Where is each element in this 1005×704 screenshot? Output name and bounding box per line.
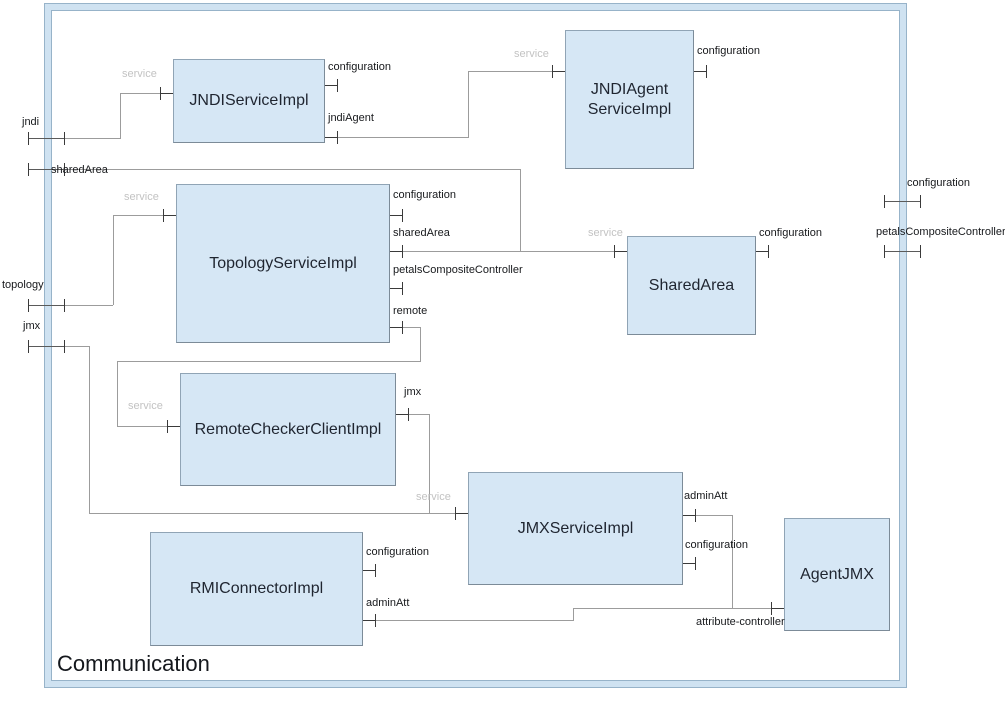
component-label: AgentJMX [800,565,874,583]
wire-topology-to-topologyservice[interactable] [113,215,163,216]
port-jndiservice-jndiagent[interactable] [325,131,338,144]
port-topologyservice-sharedarea[interactable] [390,245,403,258]
port-label-topologyservice-sharedarea: sharedArea [393,227,450,239]
port-sharedarea-service[interactable] [614,245,627,258]
port-jmxservice-configuration[interactable] [683,557,696,570]
component-remotecheckerclientimpl[interactable]: RemoteCheckerClientImpl [180,373,396,486]
component-sharedarea[interactable]: SharedArea [627,236,756,335]
port-label-jndiservice-configuration: configuration [328,61,391,73]
wire-jndi-to-jndiservice[interactable] [120,93,121,139]
composite-port-sharedarea[interactable] [28,163,65,176]
port-label-jmxservice-adminatt: adminAtt [684,490,728,502]
component-label: JNDIAgent ServiceImpl [587,80,672,118]
port-jndiagentservice-configuration[interactable] [694,65,707,78]
port-label-topologyservice-configuration: configuration [393,189,456,201]
wire-topology-to-topologyservice[interactable] [113,215,114,305]
wire-remotechecker-jmx[interactable] [409,414,429,415]
wire-jndiagent-to-jndiagentservice[interactable] [338,137,468,138]
port-label-jndiagentservice-service: service [514,48,549,60]
port-label-jmxservice-configuration: configuration [685,539,748,551]
port-label-sharedarea-configuration: configuration [759,227,822,239]
port-label-remotechecker-service: service [128,400,163,412]
component-rmiconnectorimpl[interactable]: RMIConnectorImpl [150,532,363,646]
port-topologyservice-remote[interactable] [390,321,403,334]
port-jmxservice-service[interactable] [455,507,468,520]
wire-remote-to-remotechecker[interactable] [117,361,421,362]
port-jmxservice-adminatt[interactable] [683,509,696,522]
port-label-jndiagentservice-configuration: configuration [697,45,760,57]
wire-jmx-to-jmxservice[interactable] [89,346,90,513]
component-agentjmx[interactable]: AgentJMX [784,518,890,631]
wire-topology-to-topologyservice[interactable] [65,305,113,306]
port-label-jndiservice-service: service [122,68,157,80]
wire-sharedarea[interactable] [520,169,521,251]
port-topologyservice-configuration[interactable] [390,209,403,222]
port-topologyservice-petalscompositecontroller[interactable] [390,282,403,295]
wire-jmx-to-jmxservice[interactable] [89,513,455,514]
port-label-jndiservice-jndiagent: jndiAgent [328,112,374,124]
component-label: TopologyServiceImpl [209,254,357,272]
composite-port-label-jndi: jndi [22,116,40,128]
port-rmiconnector-configuration[interactable] [363,564,376,577]
wire-jmxservice-adminatt[interactable] [732,608,771,609]
port-label-remotechecker-jmx: jmx [404,386,422,398]
component-label: RemoteCheckerClientImpl [194,420,382,438]
composite-port-label-topology: topology [2,279,44,291]
composite-port-label-petalscompositecontroller: petalsCompositeController [876,226,1005,238]
port-jndiagentservice-service[interactable] [552,65,565,78]
wire-remote-to-remotechecker[interactable] [420,327,421,361]
component-label: JNDIServiceImpl [189,92,309,109]
wire-jndiagent-to-jndiagentservice[interactable] [468,71,469,138]
wire-jndi-to-jndiservice[interactable] [65,138,120,139]
composite-port-label-configuration: configuration [907,177,970,189]
composite-port-label-jmx: jmx [23,320,41,332]
port-jndiservice-service[interactable] [160,87,173,100]
wire-rmi-adminatt[interactable] [573,608,732,609]
wire-jmx-to-jmxservice[interactable] [65,346,89,347]
component-label: SharedArea [648,276,735,294]
component-topologyserviceimpl[interactable]: TopologyServiceImpl [176,184,390,343]
wire-rmi-adminatt[interactable] [573,608,574,621]
port-label-topologyservice-remote: remote [393,305,428,317]
port-sharedarea-configuration[interactable] [756,245,769,258]
composite-port-topology[interactable] [28,299,65,312]
wire-sharedarea[interactable] [403,251,614,252]
port-label-topologyservice-petalscompositecontroller: petalsCompositeController [393,264,523,276]
port-topologyservice-service[interactable] [163,209,176,222]
wire-remote-to-remotechecker[interactable] [117,361,118,426]
composite-port-jmx[interactable] [28,340,65,353]
composite-port-label-sharedarea: sharedArea [51,164,108,176]
composite-port-petalscompositecontroller[interactable] [884,245,921,258]
wire-remote-to-remotechecker[interactable] [117,426,167,427]
port-remotechecker-jmx[interactable] [396,408,409,421]
wire-remote-to-remotechecker[interactable] [403,327,420,328]
port-label-topologyservice-service: service [124,191,159,203]
composite-port-jndi[interactable] [28,132,65,145]
port-jndiservice-configuration[interactable] [325,79,338,92]
wire-sharedarea[interactable] [65,169,520,170]
component-jmxserviceimpl[interactable]: JMXServiceImpl [468,472,683,585]
port-label-jmxservice-service: service [416,491,451,503]
wire-jmxservice-adminatt[interactable] [696,515,732,516]
component-jndiserviceimpl[interactable]: JNDIServiceImpl [173,59,325,143]
port-label-rmiconnector-adminatt: adminAtt [366,597,410,609]
port-label-agentjmx-attributecontroller: attribute-controller [696,616,785,628]
port-agentjmx-attributecontroller[interactable] [771,602,784,615]
composite-name: Communication [57,651,210,676]
wire-jndi-to-jndiservice[interactable] [120,93,160,94]
wire-remotechecker-jmx[interactable] [429,414,430,513]
port-rmiconnector-adminatt[interactable] [363,614,376,627]
composite-port-configuration[interactable] [884,195,921,208]
component-label: JMXServiceImpl [517,519,634,537]
port-label-sharedarea-service: service [588,227,623,239]
port-remotechecker-service[interactable] [167,420,180,433]
wire-rmi-adminatt[interactable] [376,620,573,621]
component-label: RMIConnectorImpl [189,580,324,597]
wire-jndiagent-to-jndiagentservice[interactable] [468,71,552,72]
component-jndiagentserviceimpl[interactable]: JNDIAgent ServiceImpl [565,30,694,169]
port-label-rmiconnector-configuration: configuration [366,546,429,558]
wire-jmxservice-adminatt[interactable] [732,515,733,608]
